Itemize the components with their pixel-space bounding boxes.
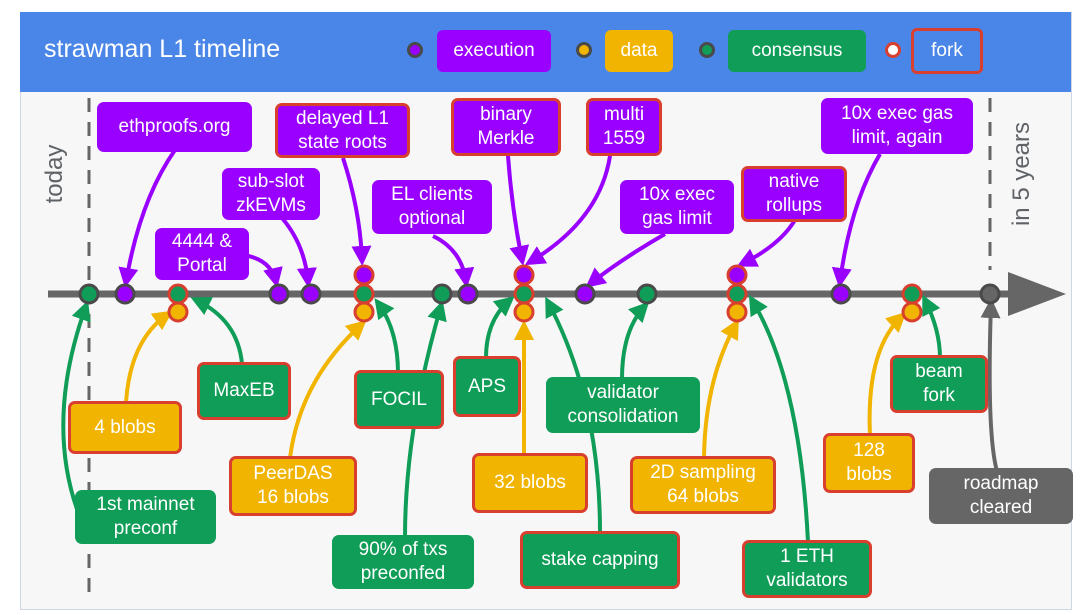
connector-el-clients bbox=[432, 234, 475, 288]
legend-fork-dot bbox=[885, 42, 901, 58]
connector-beam-fork bbox=[922, 294, 942, 359]
legend-execution: execution bbox=[437, 30, 551, 72]
connector-10x-gas bbox=[585, 232, 667, 288]
event-32-blobs: 32 blobs bbox=[472, 453, 588, 513]
event-90pct-preconfed: 90% of txs preconfed bbox=[332, 535, 474, 589]
connector-roadmap-cleared bbox=[980, 298, 1002, 481]
connector-ethproofs bbox=[118, 148, 177, 288]
fork-dot-1-data bbox=[167, 301, 189, 323]
event-4444-portal: 4444 & Portal bbox=[155, 228, 249, 280]
event-peerdas: PeerDAS 16 blobs bbox=[229, 456, 357, 516]
fork-dot-4-consensus bbox=[726, 283, 748, 305]
timeline-arrowhead bbox=[1008, 272, 1066, 316]
dot-subslot bbox=[300, 283, 322, 305]
event-multi-1559: multi 1559 bbox=[586, 98, 662, 156]
dot-1st-preconf bbox=[78, 283, 100, 305]
diagram-title: strawman L1 timeline bbox=[44, 35, 281, 63]
event-beam-fork: beam fork bbox=[890, 355, 988, 413]
connector-maxeb bbox=[190, 296, 244, 365]
fork-dot-2-data bbox=[353, 301, 375, 323]
event-stake-capping: stake capping bbox=[520, 531, 680, 589]
legend-data: data bbox=[605, 30, 673, 72]
connector-subslot bbox=[280, 216, 317, 288]
legend-consensus-dot bbox=[699, 42, 715, 58]
dot-90pct bbox=[431, 283, 453, 305]
event-10x-exec-gas-again: 10x exec gas limit, again bbox=[821, 98, 973, 154]
event-validator-consolidation: validator consolidation bbox=[546, 377, 700, 433]
event-1-eth-validators: 1 ETH validators bbox=[742, 540, 872, 598]
dot-consolidation bbox=[636, 283, 658, 305]
event-4-blobs: 4 blobs bbox=[68, 401, 182, 454]
event-delayed-state-roots: delayed L1 state roots bbox=[275, 103, 410, 158]
connector-2d-sampling bbox=[702, 318, 739, 459]
fork-dot-4-execution bbox=[726, 264, 748, 286]
dot-roadmap-cleared bbox=[979, 283, 1001, 305]
legend-execution-dot bbox=[407, 42, 423, 58]
dot-10x-gas bbox=[574, 283, 596, 305]
event-maxeb: MaxEB bbox=[197, 362, 291, 420]
event-sub-slot-zkevms: sub-slot zkEVMs bbox=[222, 168, 320, 220]
fork-dot-3-consensus bbox=[513, 283, 535, 305]
event-el-clients-optional: EL clients optional bbox=[372, 180, 492, 234]
connector-consolidation bbox=[620, 301, 650, 380]
event-128-blobs: 128 blobs bbox=[823, 433, 915, 493]
fork-dot-3-data bbox=[513, 301, 535, 323]
legend-consensus: consensus bbox=[728, 30, 866, 72]
dot-10x-gas-again bbox=[830, 283, 852, 305]
event-1st-mainnet-preconf: 1st mainnet preconf bbox=[75, 490, 216, 544]
event-native-rollups: native rollups bbox=[741, 166, 847, 222]
connector-native-rollups bbox=[736, 218, 797, 267]
connector-1eth bbox=[748, 294, 810, 543]
connector-4-blobs bbox=[124, 310, 173, 404]
connector-10x-gas-again bbox=[831, 152, 882, 288]
connector-multi-1559 bbox=[524, 155, 612, 266]
event-binary-merkle: binary Merkle bbox=[451, 98, 561, 156]
connector-aps bbox=[484, 296, 515, 359]
dot-el-clients bbox=[457, 283, 479, 305]
event-10x-exec-gas: 10x exec gas limit bbox=[620, 180, 734, 234]
legend-data-dot bbox=[576, 42, 592, 58]
fork-dot-3-execution bbox=[513, 264, 535, 286]
event-ethproofs: ethproofs.org bbox=[97, 102, 252, 152]
fork-dot-2-execution bbox=[353, 264, 375, 286]
event-focil: FOCIL bbox=[354, 370, 444, 429]
fork-dot-2-consensus bbox=[353, 283, 375, 305]
connector-delayed-roots bbox=[341, 157, 372, 266]
connector-focil bbox=[374, 298, 400, 374]
connector-peerdas bbox=[288, 319, 367, 459]
fork-dot-4-data bbox=[726, 301, 748, 323]
fork-dot-5-data bbox=[901, 301, 923, 323]
connector-128-blobs bbox=[867, 311, 907, 436]
event-aps: APS bbox=[453, 356, 521, 417]
fork-dot-1-consensus bbox=[167, 283, 189, 305]
fork-dot-5-consensus bbox=[901, 283, 923, 305]
dot-4444 bbox=[268, 283, 290, 305]
connector-1st-preconf bbox=[61, 300, 91, 513]
dot-ethproofs bbox=[114, 283, 136, 305]
event-roadmap-cleared: roadmap cleared bbox=[929, 468, 1073, 524]
event-2d-sampling: 2D sampling 64 blobs bbox=[630, 456, 776, 514]
legend-fork: fork bbox=[911, 28, 983, 74]
connector-binary-merkle bbox=[506, 155, 530, 266]
